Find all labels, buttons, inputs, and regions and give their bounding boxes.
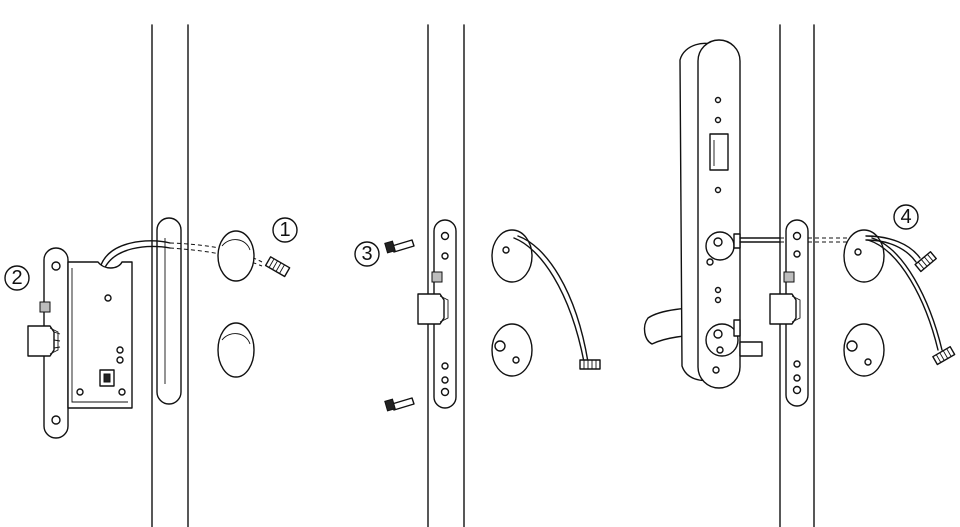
latch-bolt <box>769 293 797 325</box>
cable <box>871 237 943 351</box>
door-hole-bottom <box>491 323 533 377</box>
door-hole-shading <box>221 333 251 345</box>
step-3-label: 3 <box>361 243 372 265</box>
cable-connector <box>914 251 937 273</box>
latch-small <box>431 271 443 283</box>
door-hole-bottom <box>217 322 255 378</box>
door-hole-top <box>843 229 885 283</box>
door-hole-top <box>217 230 255 282</box>
cable-connector <box>264 256 291 278</box>
cable <box>867 239 939 351</box>
cable <box>102 245 171 273</box>
panel-3-handle-mounting: 4 <box>643 24 956 527</box>
latch-small <box>39 301 51 313</box>
spindle <box>739 341 763 357</box>
cable <box>865 235 921 259</box>
cable <box>513 237 585 363</box>
door-hole-shading <box>221 239 251 251</box>
cable <box>99 240 171 269</box>
door-hole-top <box>491 229 533 283</box>
latch-small <box>783 271 795 283</box>
cable-connector <box>932 345 956 366</box>
step-1-marker: 1 <box>272 217 298 243</box>
escutcheon-front <box>697 39 741 389</box>
screw-top <box>384 239 415 254</box>
cable-connector <box>579 359 601 370</box>
latch-bolt <box>27 325 55 357</box>
cable <box>865 239 917 263</box>
fingerprint-window <box>709 133 729 171</box>
latch-bolt <box>417 293 445 325</box>
step-1-label: 1 <box>279 219 290 241</box>
step-4-label: 4 <box>900 206 911 228</box>
cable <box>517 235 589 363</box>
screw-bottom <box>384 397 415 412</box>
step-2-label: 2 <box>11 267 22 289</box>
door-hole-bottom <box>843 323 885 377</box>
step-2-marker: 2 <box>4 265 30 291</box>
step-4-marker: 4 <box>893 204 919 230</box>
mortise-lock-body <box>27 247 133 439</box>
mortise-case <box>67 261 133 409</box>
mortise-slot <box>156 217 182 405</box>
step-3-marker: 3 <box>354 241 380 267</box>
panel-1-mortise-insertion: 1 2 <box>4 24 298 527</box>
panel-2-faceplate-screws: 3 <box>354 24 601 527</box>
